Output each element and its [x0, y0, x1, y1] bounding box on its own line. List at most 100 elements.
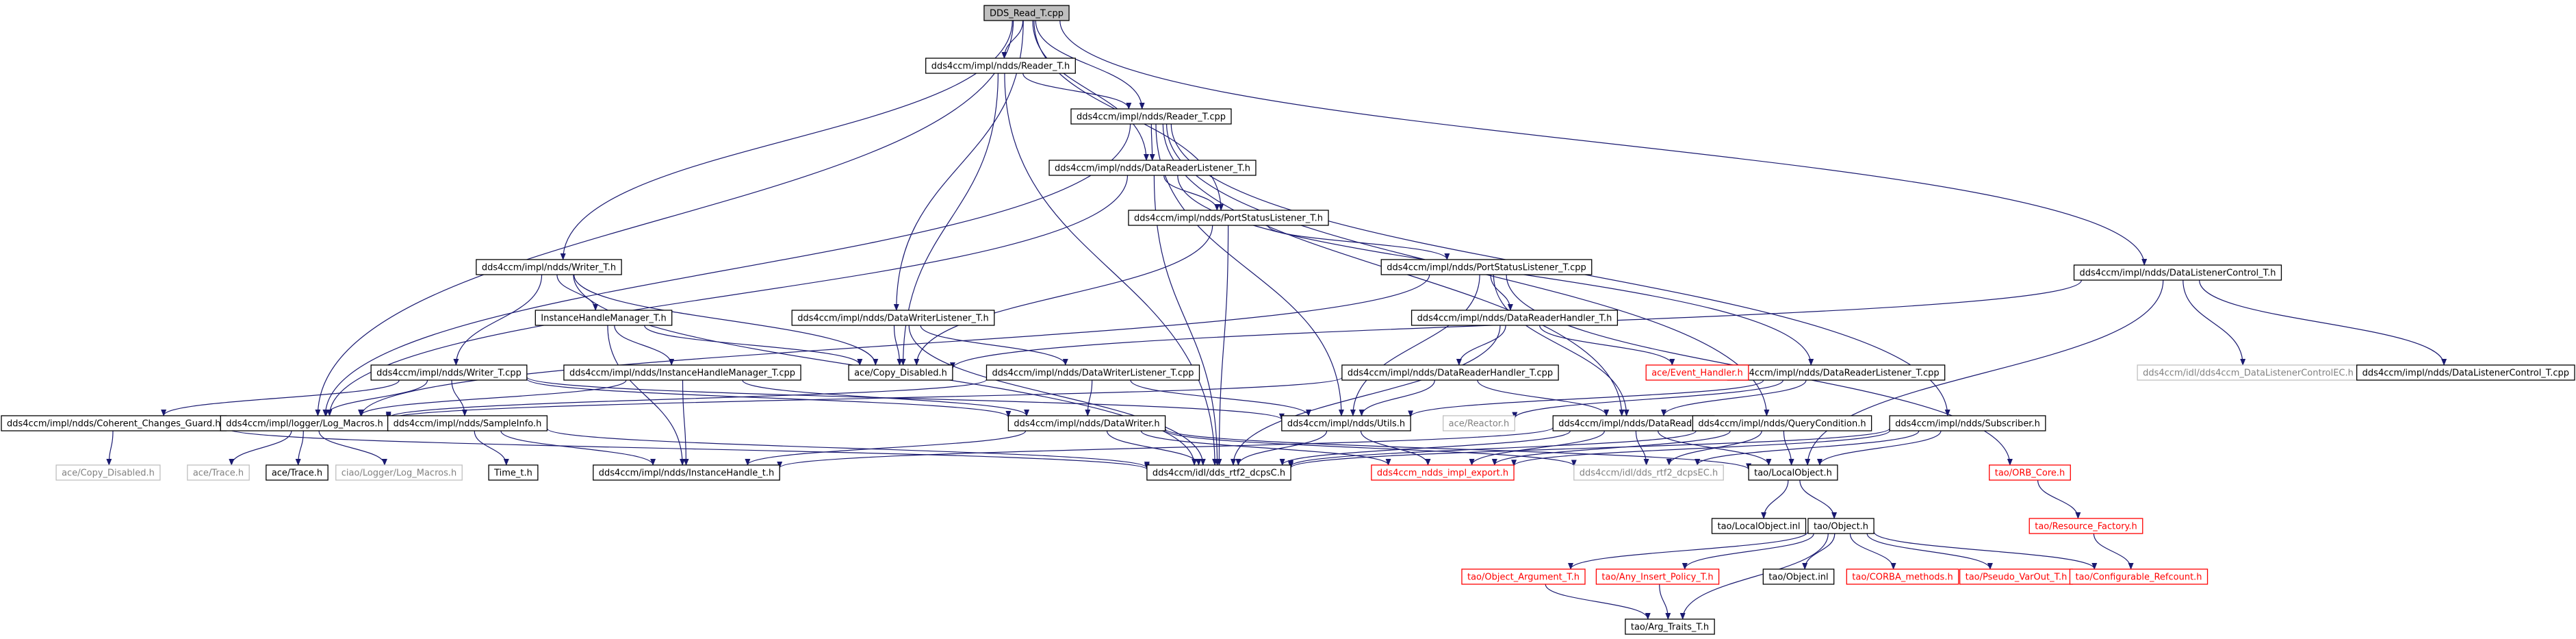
- edge-dlc_h-to-dlc_cpp: [2199, 279, 2447, 366]
- edge-writer_cpp-to-coherent: [161, 379, 400, 416]
- node-writer_cpp[interactable]: dds4ccm/impl/ndds/Writer_T.cpp: [370, 364, 528, 381]
- node-coherent[interactable]: dds4ccm/impl/ndds/Coherent_Changes_Guard…: [1, 415, 227, 431]
- edge-datareader-to-ih_t: [777, 427, 1554, 468]
- edge-ihm_h-to-ihm_cpp: [614, 325, 675, 366]
- edge-drh_h-to-drh_cpp: [1456, 325, 1506, 366]
- node-label: dds4ccm/impl/ndds/Reader_T.h: [931, 62, 1070, 72]
- node-ihm_cpp[interactable]: dds4ccm/impl/ndds/InstanceHandleManager_…: [563, 364, 801, 381]
- node-drh_cpp[interactable]: dds4ccm/impl/ndds/DataReaderHandler_T.cp…: [1341, 364, 1559, 381]
- node-subscriber[interactable]: dds4ccm/impl/ndds/Subscriber.h: [1889, 415, 2046, 431]
- node-box: [1371, 464, 1515, 481]
- node-label: dds4ccm/impl/ndds/DataWriter.h: [1014, 419, 1159, 429]
- node-orb_core[interactable]: tao/ORB_Core.h: [1989, 464, 2071, 481]
- node-corba_methods[interactable]: tao/CORBA_methods.h: [1846, 568, 1959, 585]
- node-box: [1846, 568, 1959, 585]
- edge-res_factory-to-conf_refcount: [2093, 533, 2134, 570]
- node-querycond[interactable]: dds4ccm/impl/ndds/QueryCondition.h: [1692, 415, 1872, 431]
- node-box: [1989, 464, 2071, 481]
- node-box: [55, 464, 161, 481]
- node-label: dds4ccm/impl/ndds/DataListenerControl_T.…: [2080, 268, 2276, 279]
- node-time_t[interactable]: Time_t.h: [488, 464, 539, 481]
- node-arg_traits[interactable]: tao/Arg_Traits_T.h: [1625, 618, 1715, 635]
- node-writer_h[interactable]: dds4ccm/impl/ndds/Writer_T.h: [476, 259, 622, 275]
- node-copy_dis[interactable]: ace/Copy_Disabled.h: [848, 364, 953, 381]
- node-reader_cpp[interactable]: dds4ccm/impl/ndds/Reader_T.cpp: [1070, 108, 1232, 125]
- node-box: [986, 364, 1200, 381]
- node-label: dds4ccm/impl/ndds/DataReader.h: [1558, 419, 1709, 429]
- edge-psl_h-to-psl_cpp: [1267, 225, 1450, 260]
- node-localobj_inl[interactable]: tao/LocalObject.inl: [1711, 518, 1807, 534]
- node-box: [925, 58, 1076, 74]
- node-label: tao/Resource_Factory.h: [2035, 522, 2137, 532]
- node-datareader[interactable]: dds4ccm/impl/ndds/DataReader.h: [1552, 415, 1715, 431]
- edge-root-to-reader_h: [1001, 20, 1024, 59]
- node-any_insert[interactable]: tao/Any_Insert_Policy_T.h: [1595, 568, 1720, 585]
- edge-subscriber-to-localobj_h: [1817, 430, 1942, 466]
- node-box: [2028, 518, 2143, 534]
- node-ace_trace[interactable]: ace/Trace.h: [266, 464, 329, 481]
- node-event_handler[interactable]: ace/Event_Handler.h: [1645, 364, 1749, 381]
- edge-datareader-to-rti_dcps: [1279, 430, 1571, 466]
- node-rti_dcps[interactable]: dds4ccm/idl/dds_rtf2_dcpsC.h: [1146, 464, 1291, 481]
- node-root[interactable]: DDS_Read_T.cpp: [983, 5, 1070, 21]
- node-pseudo_varout[interactable]: tao/Pseudo_VarOut_T.h: [1959, 568, 2074, 585]
- node-dlc_h[interactable]: dds4ccm/impl/ndds/DataListenerControl_T.…: [2073, 264, 2282, 281]
- node-dwl_h[interactable]: dds4ccm/impl/ndds/DataWriterListener_T.h: [791, 310, 995, 326]
- node-label: dds4ccm/impl/ndds/InstanceHandleManager_…: [569, 368, 795, 379]
- edge-dwl_h-to-rti_dcps: [908, 325, 1206, 466]
- node-object_h[interactable]: tao/Object.h: [1807, 518, 1875, 534]
- node-box: [1461, 568, 1586, 585]
- node-box: [593, 464, 780, 481]
- node-reader_h[interactable]: dds4ccm/impl/ndds/Reader_T.h: [925, 58, 1076, 74]
- edge-sampleinfo-to-ih_t: [500, 430, 656, 466]
- node-obj_arg[interactable]: tao/Object_Argument_T.h: [1461, 568, 1586, 585]
- node-psl_cpp[interactable]: dds4ccm/impl/ndds/PortStatusListener_T.c…: [1380, 259, 1593, 275]
- node-label: dds4ccm/impl/ndds/PortStatusListener_T.h: [1134, 214, 1323, 224]
- edge-dwl_cpp-to-utils: [1130, 379, 1311, 416]
- node-utils[interactable]: dds4ccm/impl/ndds/Utils.h: [1281, 415, 1411, 431]
- node-psl_h[interactable]: dds4ccm/impl/ndds/PortStatusListener_T.h: [1128, 210, 1329, 226]
- node-ih_t[interactable]: dds4ccm/impl/ndds/InstanceHandle_t.h: [593, 464, 780, 481]
- node-drh_h[interactable]: dds4ccm/impl/ndds/DataReaderHandler_T.h: [1411, 310, 1619, 326]
- edge-ihm_h-to-ih_t: [607, 325, 686, 466]
- node-box: [1048, 160, 1257, 176]
- node-label: dds4ccm/impl/ndds/Utils.h: [1287, 419, 1405, 429]
- node-ihm_h[interactable]: InstanceHandleManager_T.h: [534, 310, 673, 326]
- edge-writer_cpp-to-datawriter: [526, 378, 1012, 418]
- edge-dwl_cpp-to-log_macros: [385, 379, 988, 419]
- node-conf_refcount[interactable]: tao/Configurable_Refcount.h: [2069, 568, 2208, 585]
- edge-drl_h-to-psl_h: [1163, 175, 1220, 211]
- node-dlc_cpp[interactable]: dds4ccm/impl/ndds/DataListenerControl_T.…: [2356, 364, 2575, 381]
- edge-dwl_h-to-copy_dis: [893, 325, 903, 366]
- node-box: [1595, 568, 1720, 585]
- node-drl_cpp[interactable]: dds4ccm/impl/ndds/DataReaderListener_T.c…: [1727, 364, 1946, 381]
- node-datawriter[interactable]: dds4ccm/impl/ndds/DataWriter.h: [1007, 415, 1166, 431]
- node-label: dds4ccm/impl/ndds/Writer_T.cpp: [376, 368, 521, 379]
- node-object_inl[interactable]: tao/Object.inl: [1762, 568, 1835, 585]
- node-label: tao/ORB_Core.h: [1995, 468, 2065, 479]
- node-box: [335, 464, 463, 481]
- edge-coherent-to-rti_dcps: [225, 427, 1150, 471]
- node-impl_export[interactable]: dds4ccm_ndds_impl_export.h: [1371, 464, 1515, 481]
- node-box: [1645, 364, 1749, 381]
- edge-drh_cpp-to-utils: [1358, 379, 1435, 416]
- node-box: [1889, 415, 2046, 431]
- node-localobj_h[interactable]: tao/LocalObject.h: [1748, 464, 1838, 481]
- edge-datawriter-to-localobj_h: [1165, 428, 1751, 471]
- node-log_macros[interactable]: dds4ccm/impl/logger/Log_Macros.h: [220, 415, 389, 431]
- edge-log_macros-to-ciao_log: [318, 430, 387, 466]
- node-box: [848, 364, 953, 381]
- edge-ihm_cpp-to-log_macros: [358, 379, 627, 416]
- node-drl_h[interactable]: dds4ccm/impl/ndds/DataReaderListener_T.h: [1048, 160, 1257, 176]
- edge-writer_h-to-copy_dis: [574, 274, 879, 366]
- node-box: [1341, 364, 1559, 381]
- edge-datareader-to-impl_export: [1469, 430, 1605, 466]
- node-box: [1573, 464, 1724, 481]
- node-dwl_cpp[interactable]: dds4ccm/impl/ndds/DataWriterListener_T.c…: [986, 364, 1200, 381]
- node-res_factory[interactable]: tao/Resource_Factory.h: [2028, 518, 2143, 534]
- edge-psl_cpp-to-utils: [1350, 274, 1480, 416]
- edge-object_h-to-arg_traits: [1679, 533, 1829, 620]
- node-sampleinfo[interactable]: dds4ccm/impl/ndds/SampleInfo.h: [387, 415, 548, 431]
- node-label: tao/LocalObject.inl: [1717, 522, 1800, 532]
